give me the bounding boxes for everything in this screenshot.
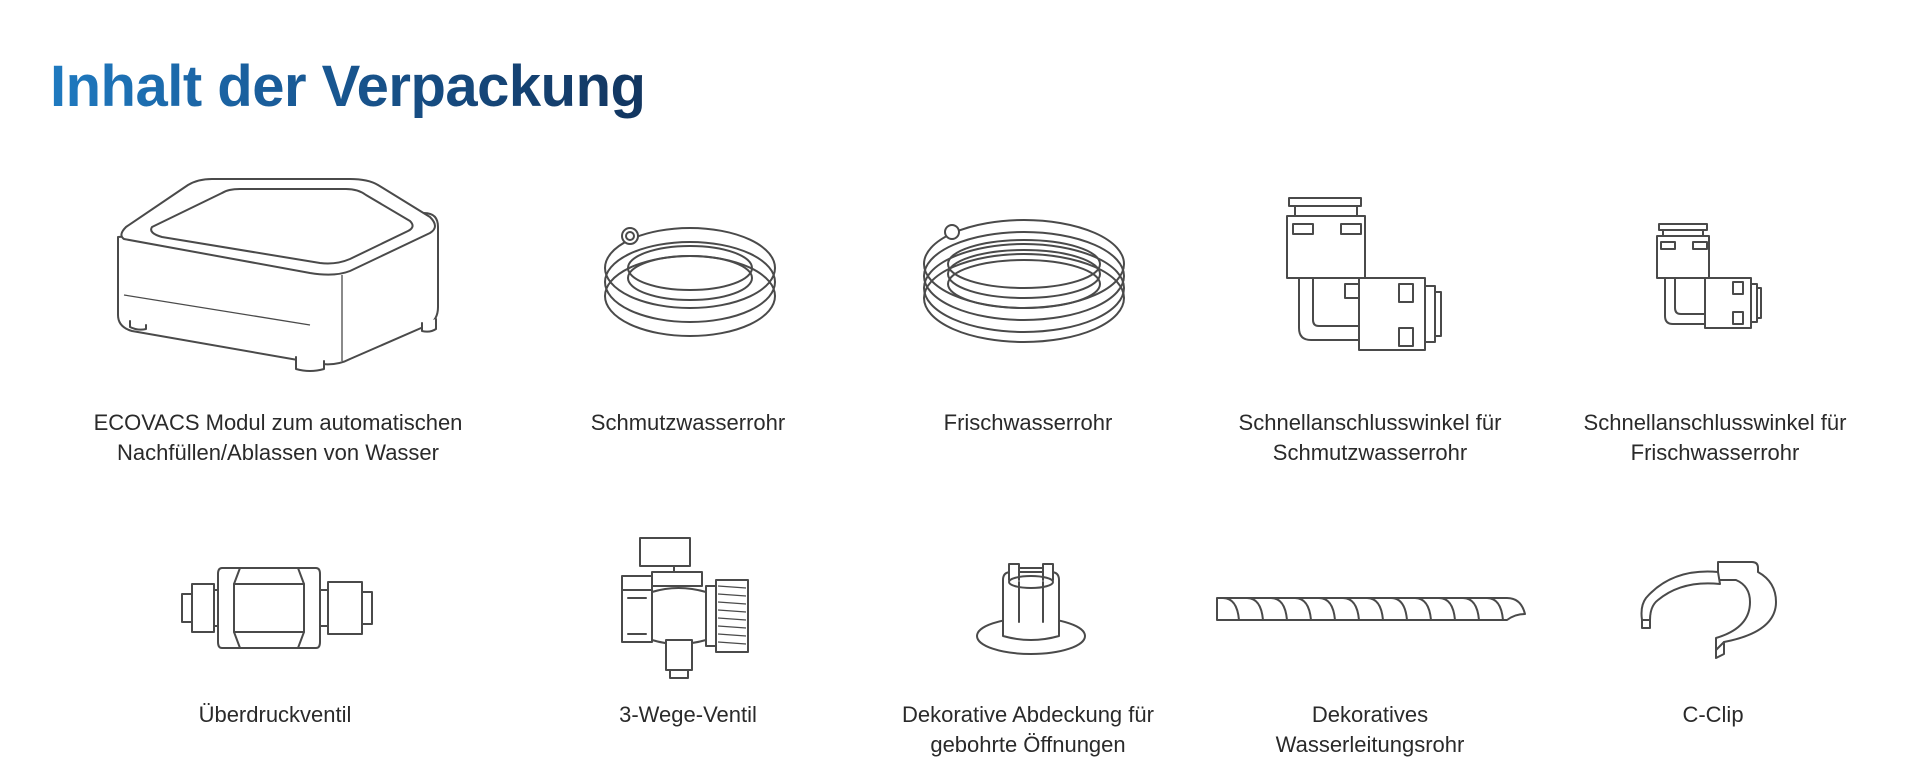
item-label: Schmutzwasserrohr: [590, 410, 786, 435]
item-label: Schnellanschlusswinkel für Frischwasserr…: [1583, 410, 1847, 465]
item-label: Dekoratives Wasserleitungsrohr: [1275, 702, 1465, 757]
item-label: Schnellanschlusswinkel für Schmutzwasser…: [1238, 410, 1502, 465]
c-clip-icon: [1640, 558, 1780, 658]
module-icon: [110, 175, 450, 375]
spiral-wrap-icon: [1215, 590, 1527, 630]
item-label: ECOVACS Modul zum automatischen Nachfüll…: [93, 410, 463, 465]
pressure-relief-valve-icon: [180, 562, 376, 654]
elbow-connector-small-icon: [1655, 222, 1767, 334]
decorative-cover-icon: [975, 562, 1087, 656]
elbow-connector-large-icon: [1285, 196, 1445, 360]
item-label: Überdruckventil: [198, 702, 352, 727]
item-label: C-Clip: [1682, 702, 1744, 727]
item-label: 3-Wege-Ventil: [619, 702, 757, 727]
fresh-water-hose-icon: [920, 214, 1128, 344]
item-label: Dekorative Abdeckung für gebohrte Öffnun…: [902, 702, 1154, 757]
page-title: Inhalt der Verpackung: [50, 52, 646, 122]
three-way-valve-icon: [620, 536, 760, 680]
item-label: Frischwasserrohr: [943, 410, 1113, 435]
dirty-water-hose-icon: [600, 218, 780, 338]
